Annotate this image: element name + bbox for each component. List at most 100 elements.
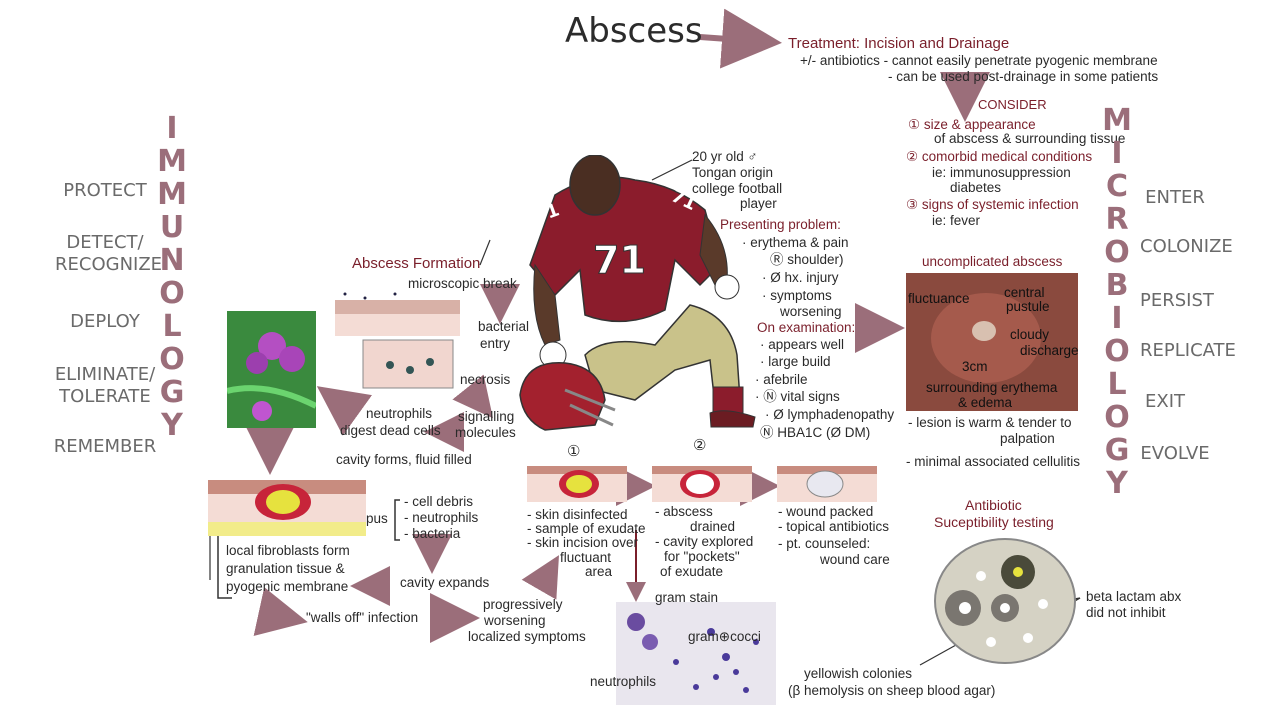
- patient-desc-line: college football: [692, 181, 783, 196]
- presenting-item: · Ø hx. injury: [762, 270, 839, 285]
- photo-label: surrounding erythema: [926, 380, 1058, 395]
- consider-item: ① size & appearance: [908, 117, 1036, 132]
- consider-item: of abscess & surrounding tissue: [934, 131, 1126, 146]
- procedure-col3: - wound packed: [778, 504, 874, 519]
- progress-line: progressively: [483, 597, 563, 612]
- uncomplicated-note: - lesion is warm & tender to: [908, 415, 1072, 430]
- expands-label: cavity expands: [400, 575, 490, 590]
- progress-line: worsening: [484, 613, 546, 628]
- formation-step: digest dead cells: [340, 423, 441, 438]
- treatment-heading: Treatment: Incision and Drainage: [788, 35, 1010, 52]
- antibiotic-heading: Antibiotic: [965, 497, 1022, 513]
- gram-stain-heading: gram stain: [655, 590, 719, 605]
- immunology-step: PROTECT: [63, 180, 147, 201]
- procedure-col2: - cavity explored: [655, 534, 754, 549]
- gram-stain-micrograph: [616, 602, 776, 705]
- immunology-step: ELIMINATE/ TOLERATE: [54, 364, 156, 407]
- patient-desc-line: player: [740, 196, 777, 211]
- exam-item: Ⓝ HBA1C (Ø DM): [760, 425, 871, 440]
- uncomplicated-note: - minimal associated cellulitis: [906, 454, 1081, 469]
- procedure-col1: fluctuant: [560, 550, 612, 565]
- patient-desc-line: 20 yr old ♂: [692, 149, 758, 164]
- procedure-step-number: ①: [567, 443, 581, 460]
- football-player-illustration: 71 71 71: [519, 155, 756, 431]
- procedure-col2: of exudate: [660, 564, 724, 579]
- exam-heading: On examination:: [757, 320, 856, 335]
- consider-item: ie: fever: [932, 213, 981, 228]
- fibro-line: pyogenic membrane: [226, 579, 349, 594]
- consider-label: CONSIDER: [978, 97, 1047, 112]
- photo-label: cloudy: [1010, 327, 1050, 342]
- consider-item: diabetes: [950, 180, 1002, 195]
- procedure-col2: - abscess: [655, 504, 713, 519]
- gram-cocci-label: gram⊕cocci: [688, 629, 761, 644]
- formation-heading: Abscess Formation: [352, 255, 481, 272]
- antibiotic-heading: Suceptibility testing: [934, 514, 1054, 530]
- exam-item: · Ø lymphadenopathy: [765, 407, 895, 422]
- pus-item: - neutrophils: [404, 510, 479, 525]
- treatment-line-1: +/- antibiotics - cannot easily penetrat…: [800, 53, 1158, 68]
- exam-item: · afebrile: [755, 372, 808, 387]
- procedure-skin-illustrations: [527, 466, 877, 502]
- cavity-label: cavity forms, fluid filled: [336, 452, 472, 467]
- procedure-step-number: ②: [693, 437, 707, 454]
- consider-item: ie: immunosuppression: [932, 165, 1071, 180]
- pus-item: - cell debris: [404, 494, 474, 509]
- formation-step: necrosis: [460, 372, 511, 387]
- bacteria-micrograph: [227, 311, 316, 428]
- beta-lactam-label: beta lactam abx: [1086, 589, 1182, 604]
- uncomplicated-heading: uncomplicated abscess: [922, 254, 1063, 269]
- procedure-col1: area: [585, 564, 613, 579]
- presenting-heading: Presenting problem:: [720, 217, 841, 232]
- photo-label: & edema: [958, 395, 1013, 410]
- exam-item: · appears well: [760, 337, 845, 352]
- skin-layer-illustration: [335, 292, 460, 389]
- procedure-col1: - skin disinfected: [527, 507, 628, 522]
- fibro-line: granulation tissue &: [226, 561, 345, 576]
- procedure-col2: drained: [690, 519, 736, 534]
- progress-line: localized symptoms: [468, 629, 586, 644]
- procedure-col1: - skin incision over: [527, 535, 639, 550]
- microbiology-step: COLONIZE: [1140, 236, 1233, 257]
- abscess-photo: [906, 273, 1078, 411]
- presenting-item: · erythema & pain: [742, 235, 849, 250]
- procedure-col3: wound care: [820, 552, 890, 567]
- consider-item: ③ signs of systemic infection: [906, 197, 1079, 212]
- jersey-number: 71: [593, 238, 646, 282]
- petri-dish: [934, 538, 1076, 664]
- procedure-col3: - pt. counseled:: [778, 536, 871, 551]
- formation-step: neutrophils: [366, 406, 433, 421]
- procedure-col2: for "pockets": [664, 549, 740, 564]
- pus-label: pus: [366, 511, 388, 526]
- microbiology-step: EVOLVE: [1140, 443, 1210, 464]
- immunology-step: DETECT/ RECOGNIZE: [55, 232, 163, 275]
- exam-item: · Ⓝ vital signs: [755, 389, 840, 404]
- microbiology-step: REPLICATE: [1140, 340, 1236, 361]
- photo-label: fluctuance: [908, 291, 970, 306]
- consider-item: ② comorbid medical conditions: [906, 149, 1093, 164]
- uncomplicated-note: palpation: [1000, 431, 1055, 446]
- fibro-line: local fibroblasts form: [226, 543, 350, 558]
- microbiology-step: PERSIST: [1140, 290, 1214, 311]
- procedure-col1: - sample of exudate: [527, 521, 646, 536]
- formation-step: microscopic break: [408, 276, 517, 291]
- formation-step: molecules: [455, 425, 516, 440]
- treatment-line-2: - can be used post-drainage in some pati…: [888, 69, 1159, 84]
- photo-label: central: [1004, 285, 1045, 300]
- beta-lactam-label: did not inhibit: [1086, 605, 1166, 620]
- presenting-item: Ⓡ shoulder): [770, 252, 844, 267]
- photo-label: pustule: [1006, 299, 1050, 314]
- exam-item: · large build: [760, 354, 831, 369]
- procedure-col3: - topical antibiotics: [778, 519, 890, 534]
- formation-step: bacterial: [478, 319, 530, 334]
- abscess-cross-section: [208, 480, 366, 536]
- presenting-item: worsening: [780, 304, 842, 319]
- microbiology-step: ENTER: [1145, 187, 1205, 208]
- immunology-step: DEPLOY: [70, 311, 140, 332]
- photo-label: 3cm: [962, 359, 988, 374]
- microbiology-step: EXIT: [1144, 391, 1185, 412]
- patient-desc-line: Tongan origin: [692, 165, 774, 180]
- colonies-label: yellowish colonies: [804, 666, 913, 681]
